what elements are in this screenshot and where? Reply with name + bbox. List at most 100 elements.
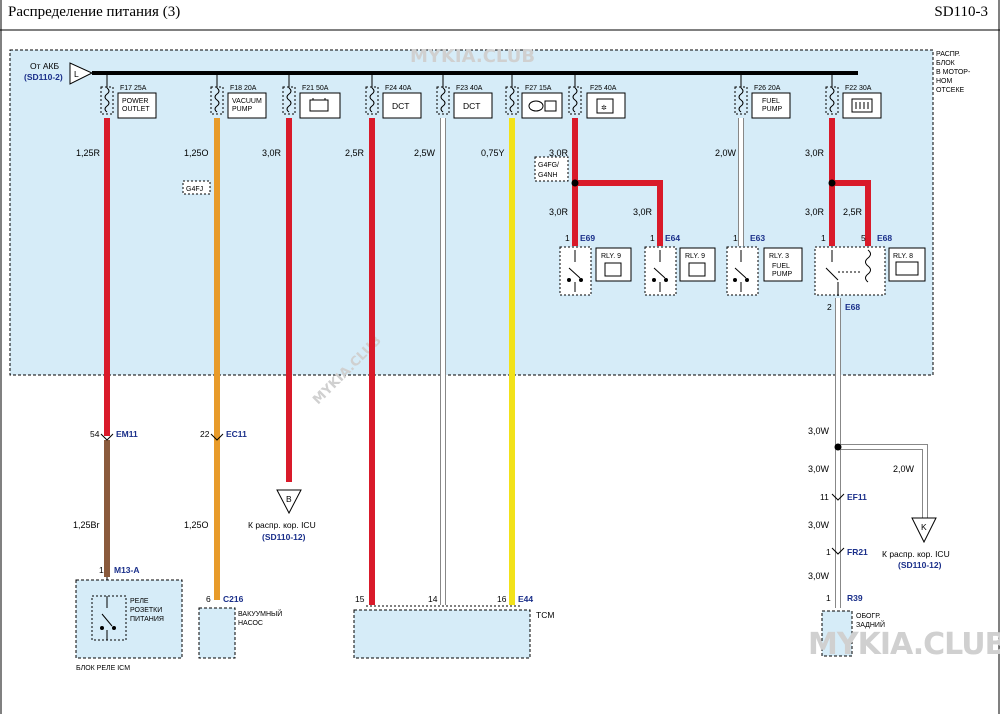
- svg-text:PUMP: PUMP: [772, 271, 793, 278]
- svg-text:F25 40A: F25 40A: [590, 85, 617, 92]
- svg-text:ОТСЕКЕ: ОТСЕКЕ: [936, 87, 965, 94]
- svg-text:ОБОГР.: ОБОГР.: [856, 613, 881, 620]
- svg-text:3,0R: 3,0R: [633, 207, 653, 217]
- svg-text:EM11: EM11: [116, 429, 138, 439]
- connector-em11: 54 EM11: [90, 429, 138, 441]
- svg-text:0,75Y: 0,75Y: [481, 148, 505, 158]
- svg-text:2,5R: 2,5R: [843, 207, 863, 217]
- svg-text:2,5W: 2,5W: [414, 148, 436, 158]
- option-g4fg: [534, 156, 569, 182]
- svg-text:16: 16: [497, 594, 507, 604]
- svg-text:E68: E68: [877, 233, 892, 243]
- wire-labels: 1,25R 1,25O 3,0R 2,5R 2,5W 0,75Y 3,0R 2,…: [73, 148, 915, 581]
- rear-defog-icon: [895, 261, 919, 276]
- connector-fr21: 1 FR21: [826, 547, 868, 557]
- svg-text:1,25R: 1,25R: [76, 148, 101, 158]
- svg-text:C216: C216: [223, 594, 244, 604]
- svg-text:M13-A: M13-A: [114, 565, 140, 575]
- svg-text:ВАКУУМНЫЙ: ВАКУУМНЫЙ: [238, 609, 282, 618]
- svg-text:DCT: DCT: [392, 101, 409, 111]
- svg-text:F27 15A: F27 15A: [525, 85, 552, 92]
- svg-text:К распр. кор. ICU: К распр. кор. ICU: [882, 549, 950, 559]
- svg-text:14: 14: [428, 594, 438, 604]
- svg-text:1: 1: [565, 233, 570, 243]
- fuse-element: [104, 87, 110, 113]
- svg-text:(SD110-12): (SD110-12): [898, 560, 942, 570]
- source-ref: (SD110-2): [24, 72, 63, 82]
- relay-e64: 1 E64 RLY. 9: [644, 233, 716, 296]
- fuse-f27: F27 15A: [505, 73, 563, 119]
- rear-defogger: ОБОГР. ЗАДНИЙ: [821, 610, 885, 657]
- svg-text:1,25O: 1,25O: [184, 520, 209, 530]
- page-title: Распределение питания (3): [8, 4, 181, 20]
- svg-text:F17 25A: F17 25A: [120, 85, 147, 92]
- fan-icon: [596, 98, 614, 114]
- svg-text:FR21: FR21: [847, 547, 868, 557]
- svg-text:OUTLET: OUTLET: [122, 106, 150, 113]
- svg-text:3,0R: 3,0R: [549, 148, 569, 158]
- svg-text:FUEL: FUEL: [772, 263, 790, 270]
- watermark-top: MYKIA.CLUB: [410, 46, 535, 67]
- svg-text:1: 1: [733, 233, 738, 243]
- svg-text:K: K: [921, 522, 927, 532]
- svg-text:RLY. 8: RLY. 8: [893, 253, 913, 260]
- splice-w9: [828, 179, 836, 187]
- fan-icon: [688, 262, 706, 277]
- fuse-f23: F23 40A DCT: [436, 73, 493, 119]
- fuse-f22: F22 30A: [825, 73, 882, 119]
- fuse-f26: F26 20A FUEL PUMP: [734, 73, 791, 119]
- fuse-f24: F24 40A DCT: [365, 73, 422, 119]
- fuse-f25: F25 40A ✲: [568, 73, 626, 119]
- relay-e69: 1 E69 RLY. 9: [559, 233, 632, 296]
- svg-text:5: 5: [861, 233, 866, 243]
- svg-text:3,0W: 3,0W: [808, 571, 830, 581]
- svg-text:F18 20A: F18 20A: [230, 85, 257, 92]
- source-label: От АКБ: [30, 61, 59, 71]
- svg-text:НОМ: НОМ: [936, 78, 953, 85]
- svg-text:EC11: EC11: [226, 429, 247, 439]
- svg-text:F22 30A: F22 30A: [845, 85, 872, 92]
- svg-text:11: 11: [820, 492, 829, 502]
- svg-text:(SD110-12): (SD110-12): [262, 532, 306, 542]
- svg-text:6: 6: [206, 594, 211, 604]
- fuse-f18: F18 20A VACUUM PUMP: [210, 73, 267, 119]
- relay-out-conn: E68: [845, 302, 860, 312]
- svg-text:БЛОК РЕЛЕ ICM: БЛОК РЕЛЕ ICM: [76, 665, 130, 672]
- svg-text:E64: E64: [665, 233, 680, 243]
- svg-text:1,25Br: 1,25Br: [73, 520, 100, 530]
- svg-text:15: 15: [355, 594, 365, 604]
- svg-text:2,5R: 2,5R: [345, 148, 365, 158]
- svg-text:RLY. 9: RLY. 9: [685, 253, 705, 260]
- svg-text:РЕЛЕ: РЕЛЕ: [130, 598, 149, 605]
- svg-text:2,0W: 2,0W: [715, 148, 737, 158]
- fuse-f21: F21 50A: [282, 73, 341, 119]
- svg-text:3,0W: 3,0W: [808, 426, 830, 436]
- rear-defog-icon: [851, 98, 873, 113]
- svg-text:E44: E44: [518, 594, 533, 604]
- svg-text:PUMP: PUMP: [232, 106, 253, 113]
- svg-text:FUEL: FUEL: [762, 98, 780, 105]
- svg-text:3,0R: 3,0R: [805, 148, 825, 158]
- svg-text:1: 1: [826, 547, 831, 557]
- svg-text:G4FG/: G4FG/: [538, 162, 559, 169]
- svg-text:3,0R: 3,0R: [262, 148, 282, 158]
- svg-text:VACUUM: VACUUM: [232, 98, 262, 105]
- svg-text:3,0W: 3,0W: [808, 464, 830, 474]
- svg-text:RLY. 9: RLY. 9: [601, 253, 621, 260]
- svg-text:F23 40A: F23 40A: [456, 85, 483, 92]
- svg-text:1,25O: 1,25O: [184, 148, 209, 158]
- svg-text:БЛОК: БЛОК: [936, 60, 956, 67]
- svg-text:1: 1: [821, 233, 826, 243]
- svg-text:DCT: DCT: [463, 101, 480, 111]
- watermark-corner: MYKIA.CLUB: [808, 627, 1000, 662]
- svg-text:RLY. 3: RLY. 3: [769, 253, 789, 260]
- icm-relay-block: 1 M13-A РЕЛЕ РОЗЕТКИ ПИТАНИЯ БЛОК РЕЛЕ I…: [75, 565, 183, 672]
- svg-text:✲: ✲: [601, 104, 607, 112]
- fan-icon: [604, 262, 622, 277]
- svg-text:НАСОС: НАСОС: [238, 620, 263, 627]
- splice-w7: [571, 179, 579, 187]
- svg-text:2,0W: 2,0W: [893, 464, 915, 474]
- svg-text:G4NH: G4NH: [538, 172, 557, 179]
- svg-text:E69: E69: [580, 233, 595, 243]
